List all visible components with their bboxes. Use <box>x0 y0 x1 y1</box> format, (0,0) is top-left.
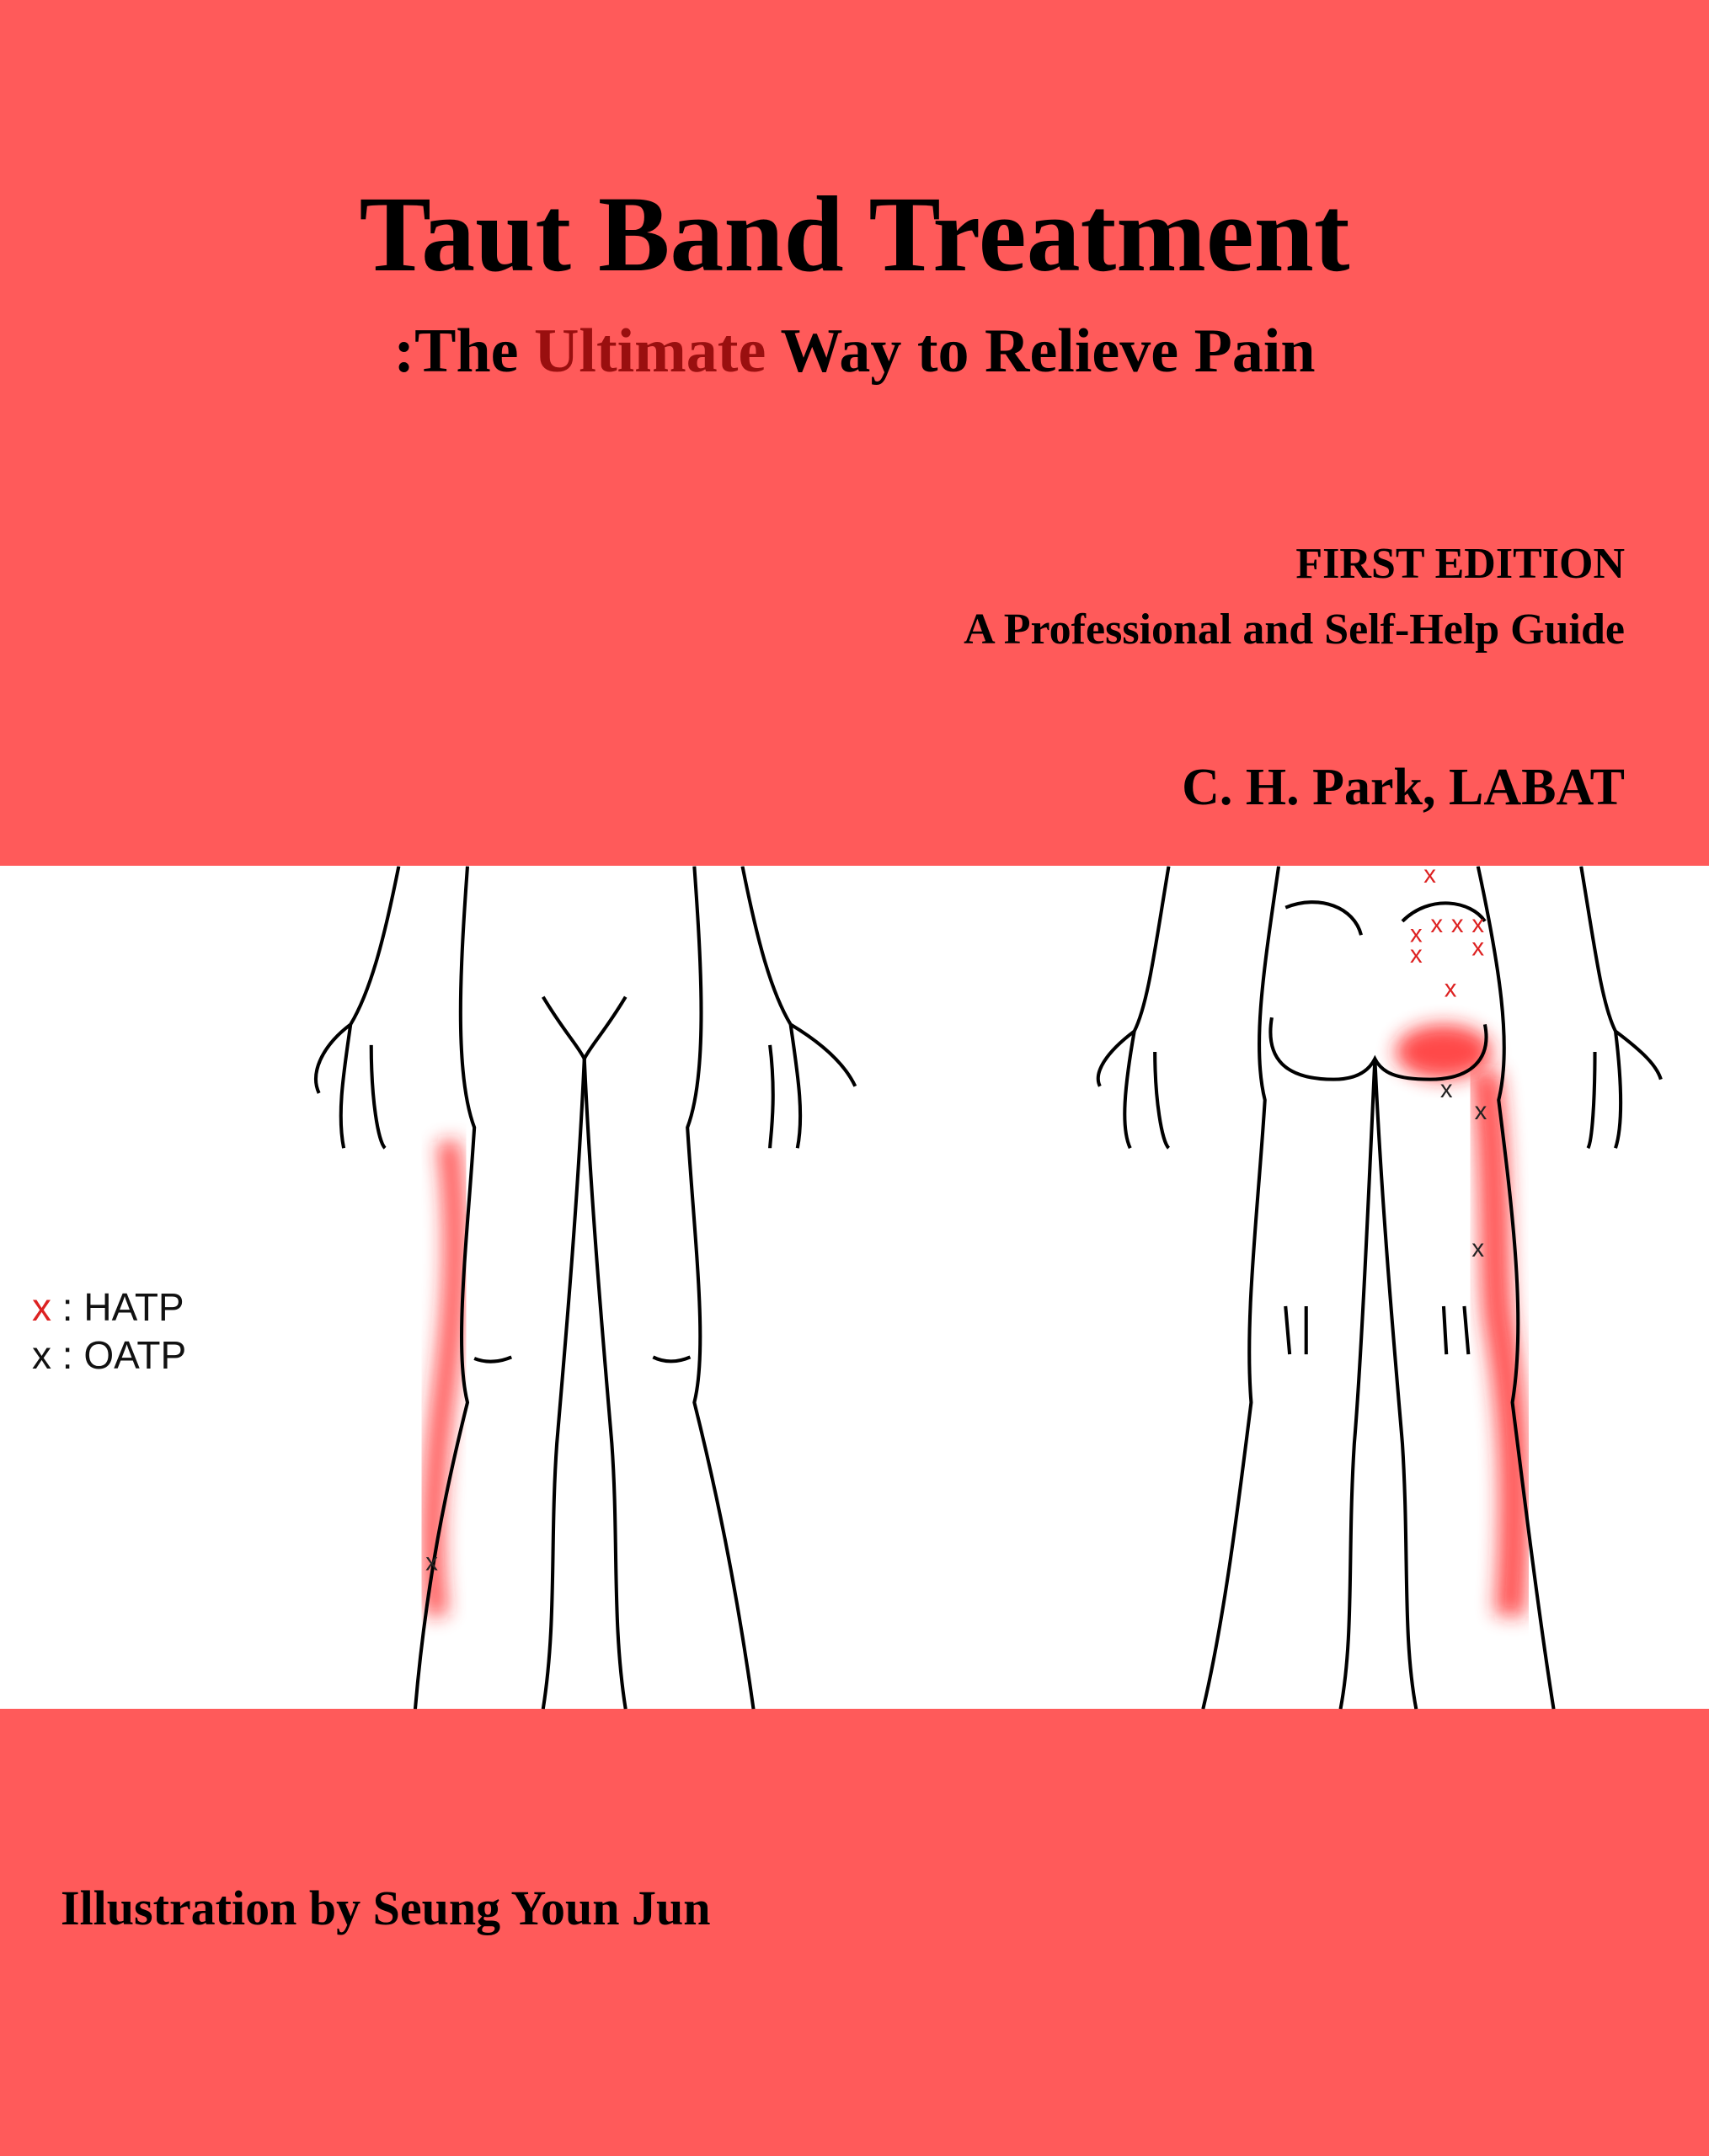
hatp-mark: x <box>1423 861 1436 889</box>
legend-label: OATP <box>83 1333 187 1377</box>
pain-zone-back-leg <box>1470 1070 1530 1617</box>
legend-label: HATP <box>83 1285 184 1329</box>
legend-item-oatp: x : OATP <box>32 1332 186 1378</box>
legend-item-hatp: x : HATP <box>32 1284 184 1330</box>
author-name: C. H. Park, LABAT <box>1182 759 1625 816</box>
hatp-x-icon: x <box>32 1285 51 1329</box>
book-title: Taut Band Treatment <box>359 174 1350 294</box>
hatp-mark: x <box>1451 910 1464 938</box>
oatp-x-icon: x <box>32 1333 51 1377</box>
edition-label: FIRST EDITION <box>1295 540 1625 588</box>
legend-separator: : <box>61 1333 73 1377</box>
book-subtitle: :The Ultimate Way to Relieve Pain <box>0 316 1709 387</box>
hatp-mark: x <box>1430 910 1443 938</box>
oatp-mark: x <box>425 1548 438 1576</box>
subtitle-prefix: :The <box>393 317 534 386</box>
body-illustration-panel <box>0 866 1709 1709</box>
front-body-outline <box>314 866 857 1710</box>
subtitle-accent: Ultimate <box>533 317 766 386</box>
hatp-mark: x <box>1410 920 1423 947</box>
hatp-mark: x <box>1471 934 1484 962</box>
pain-zone-buttock <box>1395 1024 1493 1080</box>
oatp-mark: x <box>1471 1235 1484 1262</box>
subtitle-suffix: Way to Relieve Pain <box>766 317 1316 386</box>
hatp-mark: x <box>1410 941 1423 969</box>
cover-top-band <box>0 0 1709 866</box>
oatp-mark: x <box>1440 1075 1453 1103</box>
oatp-mark: x <box>1475 1097 1487 1125</box>
guide-label: A Professional and Self-Help Guide <box>964 606 1625 654</box>
illustrator-credit: Illustration by Seung Youn Jun <box>61 1881 711 1935</box>
pain-zone-front-leg <box>421 1139 467 1617</box>
hatp-mark: x <box>1471 910 1484 938</box>
hatp-mark: x <box>1445 975 1457 1003</box>
back-body-outline <box>1096 866 1663 1710</box>
cover-bottom-band <box>0 1709 1709 2156</box>
legend-separator: : <box>61 1285 73 1329</box>
